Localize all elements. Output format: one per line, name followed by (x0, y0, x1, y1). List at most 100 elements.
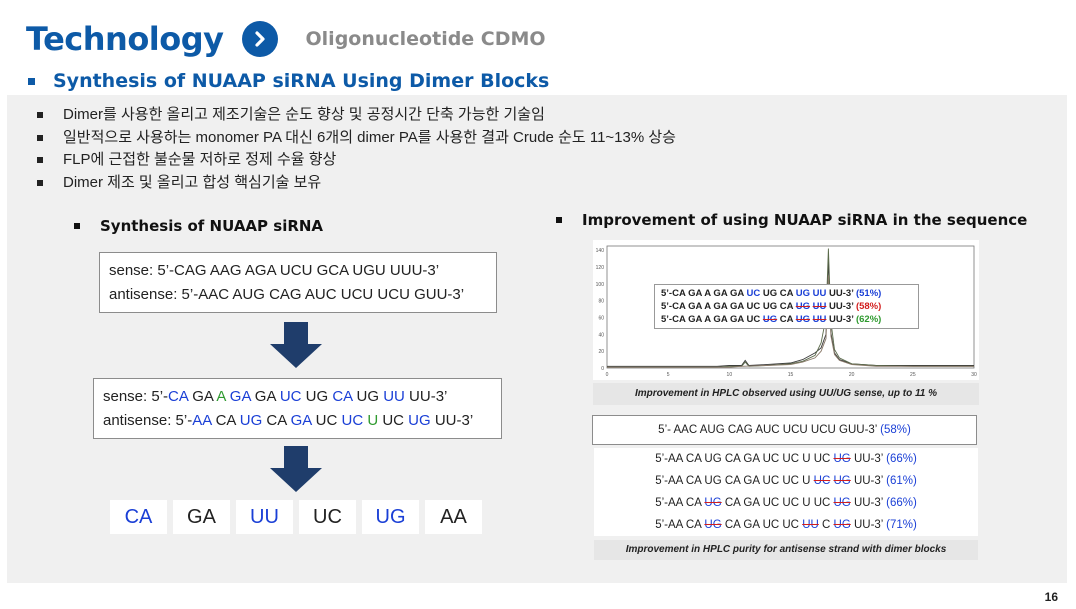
right-subheading-text: Improvement of using NUAAP siRNA in the … (582, 211, 1028, 229)
antisense-variant: 5’-AA CA UG CA GA UC UC U UC UG UU-3’ (6… (594, 470, 978, 492)
chart-legend: 5’-CA GA A GA GA UC UG CA UG UU UU-3’ (5… (654, 284, 919, 329)
bullet-text: Dimer를 사용한 올리고 제조기술은 순도 향상 및 공정시간 단축 가능한… (63, 106, 545, 123)
sequence-segment: AA (192, 412, 212, 429)
sequence-segment: UG (704, 519, 722, 531)
sequence-segment: 5’-AA CA (655, 519, 705, 531)
sequence-segment: 5’-CA GA A GA GA UC UG CA (661, 301, 796, 312)
x-tick-label: 30 (971, 372, 977, 378)
sequence-segment: 5’-AA CA (655, 497, 705, 509)
sequence-segment: 5’-AA CA UG CA GA UC UC U UC (655, 453, 834, 465)
y-tick-label: 40 (598, 332, 604, 338)
sequence-segment: (51%) (855, 288, 882, 299)
chart-caption: Improvement in HPLC observed using UU/UG… (593, 383, 979, 405)
sequence-segment: (62%) (855, 314, 882, 325)
sequence-segment: GA (290, 412, 312, 429)
legend-entry: 5’-CA GA A GA GA UC UG CA UG UU UU-3’ (5… (661, 300, 912, 313)
y-tick-label: 120 (596, 265, 605, 271)
x-tick-label: 25 (910, 372, 916, 378)
y-tick-label: 0 (601, 366, 604, 372)
sequence-segment: U (367, 412, 379, 429)
bullet-text: FLP에 근접한 불순물 저하로 정제 수율 향상 (63, 151, 337, 168)
sequence-segment: UU-3’ (850, 453, 887, 465)
y-tick-label: 80 (598, 299, 604, 305)
sequence-segment: UG (795, 301, 811, 312)
dimer-block: AA (425, 500, 482, 534)
sequence-segment: (66%) (886, 497, 917, 509)
x-tick-label: 10 (727, 372, 733, 378)
sequence-segment: UG (833, 497, 851, 509)
native-sequence-box: sense: 5’-CAG AAG AGA UCU GCA UGU UUU-3’… (99, 252, 497, 313)
sequence-segment: UG (833, 453, 851, 465)
legend-entry: 5’-CA GA A GA GA UC UG CA UG UU UU-3’ (6… (661, 313, 912, 326)
sequence-segment: (71%) (886, 519, 917, 531)
sequence-segment: UU (383, 388, 405, 405)
antisense-reference-pct: (58%) (880, 424, 911, 436)
sequence-segment: UU-3’ (826, 288, 856, 299)
sense-sequence: sense: 5’-CAG AAG AGA UCU GCA UGU UUU-3’ (109, 262, 440, 279)
bullet-item: Dimer를 사용한 올리고 제조기술은 순도 향상 및 공정시간 단축 가능한… (37, 104, 676, 127)
sequence-segment: UC (341, 412, 364, 429)
bullet-text: Dimer 제조 및 올리고 합성 핵심기술 보유 (63, 173, 322, 191)
sequence-segment: UU (812, 288, 827, 299)
x-tick-label: 15 (788, 372, 794, 378)
sequence-segment: UG (762, 314, 778, 325)
sequence-segment: UC (279, 388, 302, 405)
section-bullet (28, 77, 35, 85)
left-subheading: Synthesis of NUAAP siRNA (74, 217, 323, 235)
sequence-segment: (58%) (855, 301, 882, 312)
section-heading-text: Synthesis of NUAAP siRNA Using Dimer Blo… (53, 70, 550, 92)
chromatogram-line (607, 258, 974, 367)
sequence-segment: GA (250, 388, 280, 405)
chevron-right-icon (241, 21, 278, 57)
sequence-segment: UU-3’ (850, 497, 887, 509)
chart-frame (606, 245, 975, 369)
antisense-variant: 5’-AA CA UG CA GA UC UC U UC UG UU-3’ (6… (594, 448, 978, 470)
sequence-segment: UG (408, 412, 431, 429)
page-subtitle: Oligonucleotide CDMO (305, 28, 546, 50)
sequence-segment: CA GA UC UC (721, 519, 803, 531)
down-arrow-icon (270, 446, 322, 492)
dimer-block: UU (236, 500, 293, 534)
sequence-segment: A (216, 388, 226, 405)
chromatogram-line (607, 275, 974, 368)
bullet-item: Dimer 제조 및 올리고 합성 핵심기술 보유 (37, 172, 676, 195)
dimer-sense-sequence: sense: 5’-CA GA A GA GA UC UG CA UG UU U… (103, 388, 448, 405)
antisense-caption: Improvement in HPLC purity for antisense… (594, 540, 978, 560)
sequence-segment: UG CA (760, 288, 796, 299)
down-arrow-icon (270, 322, 322, 368)
sequence-segment: UG (352, 388, 384, 405)
sequence-segment: UU (812, 301, 827, 312)
sequence-segment: UU (802, 519, 819, 531)
sequence-segment: 5’-CA GA A GA GA UC (661, 314, 763, 325)
y-tick-label: 100 (596, 282, 605, 288)
antisense-reference-box: 5’- AAC AUG CAG AUC UCU UCU GUU-3’ (58%) (592, 415, 977, 445)
antisense-sequence: antisense: 5’-AAC AUG CAG AUC UCU UCU GU… (109, 286, 465, 303)
sequence-segment: UU-3’ (430, 412, 474, 429)
sequence-segment: UC (813, 475, 831, 487)
section-heading: Synthesis of NUAAP siRNA Using Dimer Blo… (28, 70, 549, 92)
antisense-variant: 5’-AA CA UG CA GA UC UC U UC UG UU-3’ (6… (594, 492, 978, 514)
sequence-segment: UU-3’ (850, 519, 887, 531)
sequence-segment: UC (746, 288, 761, 299)
sequence-segment: UU-3’ (404, 388, 448, 405)
header: Technology Oligonucleotide CDMO (26, 14, 546, 64)
sequence-segment: UU-3’ (826, 314, 856, 325)
dimer-antisense-sequence: antisense: 5’-AA CA UG CA GA UC UC U UC … (103, 412, 474, 429)
sequence-segment: UG (704, 497, 722, 509)
dimer-block: GA (173, 500, 230, 534)
sequence-segment: CA (332, 388, 353, 405)
sequence-segment: UG (795, 314, 811, 325)
sequence-segment: 5’-CA GA A GA GA (661, 288, 747, 299)
sequence-segment: CA (211, 412, 240, 429)
sequence-segment: GA (229, 388, 251, 405)
sequence-segment: CA (777, 314, 796, 325)
x-tick-label: 20 (849, 372, 855, 378)
dimer-sequence-box: sense: 5’-CA GA A GA GA UC UG CA UG UU U… (93, 378, 502, 439)
y-tick-label: 140 (596, 248, 605, 254)
bullet-item: FLP에 근접한 불순물 저하로 정제 수율 향상 (37, 149, 676, 172)
page-number: 16 (1044, 590, 1058, 604)
sequence-segment: C (818, 519, 834, 531)
right-subheading: Improvement of using NUAAP siRNA in the … (556, 211, 1027, 229)
